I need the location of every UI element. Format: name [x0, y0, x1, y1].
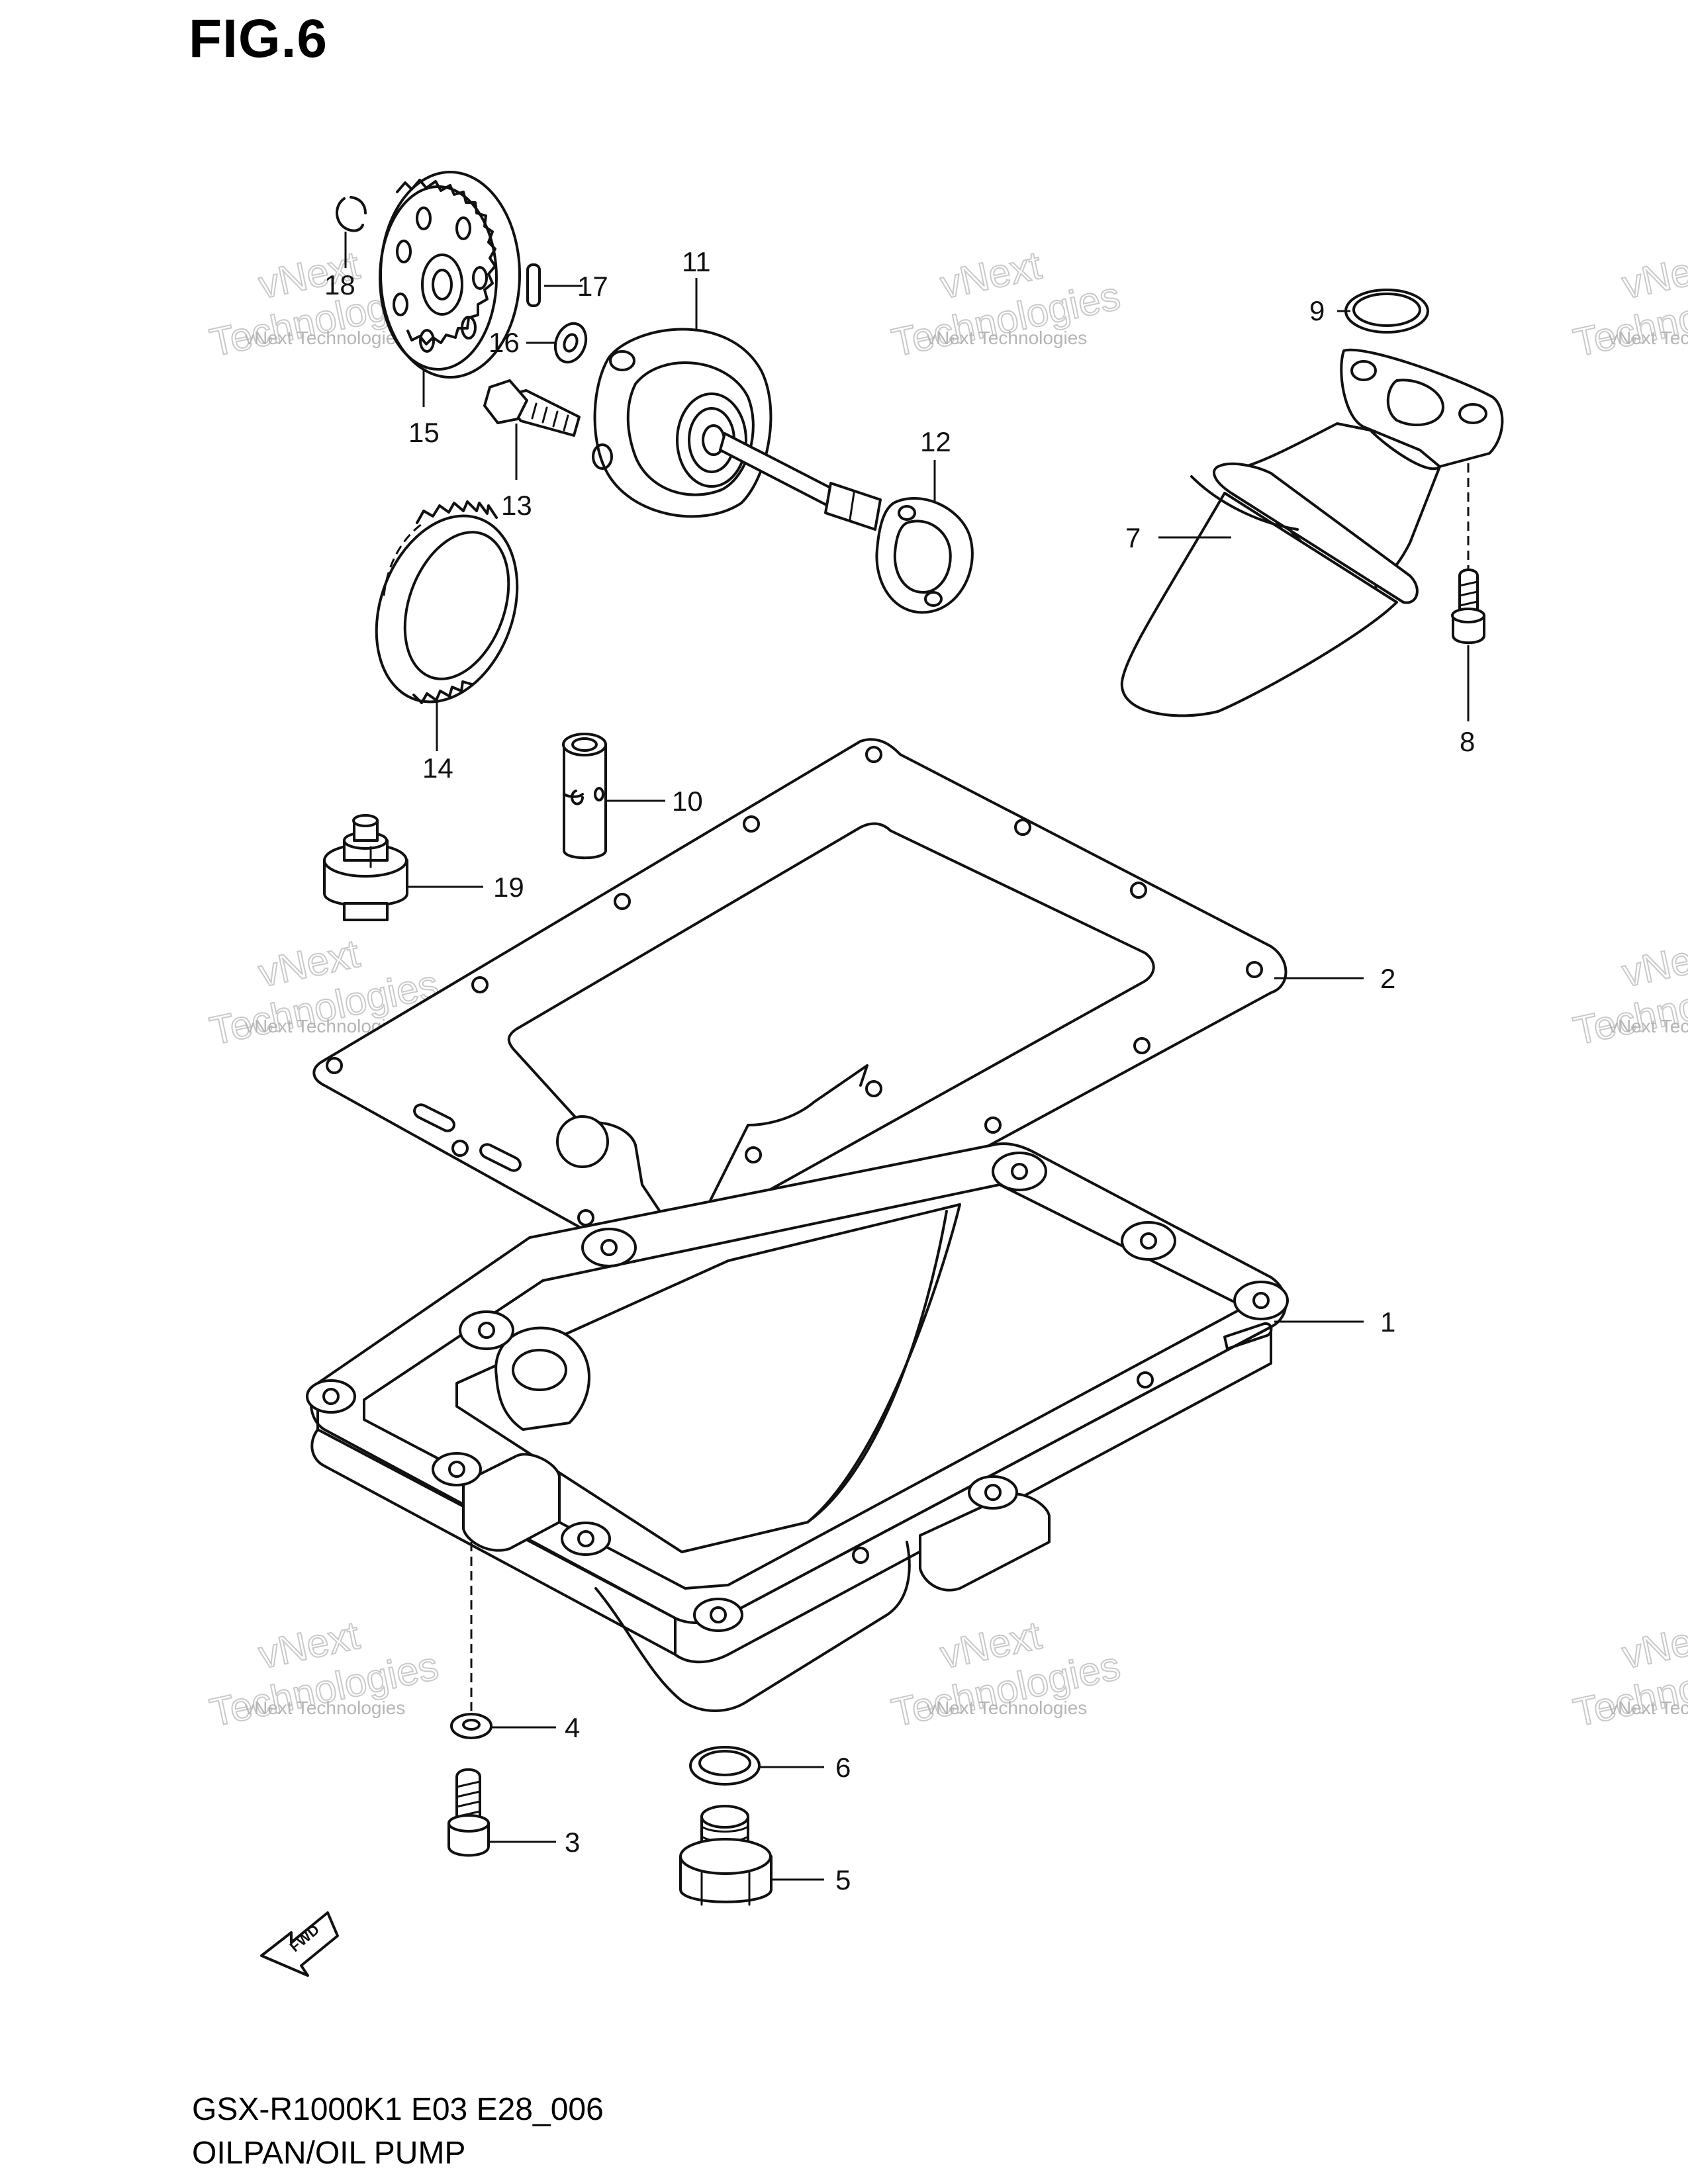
callout-9: 9	[1309, 295, 1325, 326]
part-16-washer[interactable]	[550, 319, 591, 366]
callout-7: 7	[1125, 522, 1141, 553]
watermark-small: vNext	[1618, 1613, 1688, 1677]
part-6-drain-gasket[interactable]	[689, 1746, 761, 1786]
part-11-oil-pump[interactable]	[592, 328, 882, 531]
callout-5: 5	[835, 1864, 851, 1895]
part-7-oil-strainer[interactable]	[1120, 348, 1504, 717]
callout-13: 13	[501, 490, 532, 521]
callout-6: 6	[835, 1752, 851, 1783]
callout-8: 8	[1460, 726, 1475, 757]
watermark-text: vNext Technologies	[1609, 328, 1688, 348]
callout-18: 18	[324, 269, 355, 300]
part-10-pipe[interactable]	[562, 733, 607, 860]
part-4-washer[interactable]	[450, 1542, 492, 1739]
callout-19: 19	[493, 872, 524, 903]
callout-1: 1	[1380, 1306, 1395, 1338]
section-name: OILPAN/OIL PUMP	[192, 2136, 466, 2171]
callout-3: 3	[565, 1827, 580, 1858]
watermark-text: vNext Technologies	[927, 328, 1087, 348]
callout-2: 2	[1380, 963, 1395, 994]
model-code: GSX-R1000K1 E03 E28_006	[192, 2092, 604, 2127]
part-13-bolt[interactable]	[483, 379, 581, 437]
part-14-drive-gear[interactable]	[352, 496, 541, 722]
watermark-small: vNext	[1618, 931, 1688, 995]
callout-12: 12	[920, 426, 951, 457]
watermark: Technologies vNext vNext Technologies	[1569, 1612, 1688, 1736]
watermark: Technologies vNext vNext Technologies	[1569, 242, 1688, 366]
part-17-pin[interactable]	[526, 263, 541, 307]
watermark-text: vNext Technologies	[1609, 1698, 1688, 1718]
watermark: Technologies vNext vNext Technologies	[887, 1612, 1125, 1736]
part-9-o-ring[interactable]	[1344, 289, 1429, 334]
part-19-pressure-switch[interactable]	[323, 814, 408, 921]
callout-14: 14	[422, 752, 453, 784]
part-1-oil-pan[interactable]	[306, 1142, 1289, 1712]
watermark: Technologies vNext vNext Technologies	[1569, 931, 1688, 1054]
watermark: Technologies vNext vNext Technologies	[205, 1612, 443, 1736]
watermark-text: vNext Technologies	[1609, 1016, 1688, 1036]
fwd-arrow: FWD	[260, 1911, 339, 1977]
callout-17: 17	[577, 271, 608, 302]
figure-title: FIG.6	[189, 9, 328, 69]
watermark-text: vNext Technologies	[245, 328, 405, 348]
callout-16: 16	[489, 327, 520, 358]
part-8-bolt[interactable]	[1451, 463, 1485, 645]
watermark: Technologies vNext vNext Technologies	[887, 242, 1125, 366]
callout-10: 10	[672, 786, 703, 817]
callout-labels: 18 15 17 16 13 11 12 7 9 8 14 10 19 2 1 …	[324, 246, 1475, 1895]
part-15-driven-gear[interactable]	[379, 171, 521, 379]
watermark-small: vNext	[1618, 243, 1688, 307]
callout-11: 11	[682, 246, 711, 277]
part-18-circlip[interactable]	[336, 196, 367, 232]
watermark-text: vNext Technologies	[927, 1698, 1087, 1718]
callout-4: 4	[565, 1712, 580, 1743]
leader-lines	[344, 232, 1470, 1881]
part-3-bolt[interactable]	[447, 1768, 490, 1857]
part-12-gasket[interactable]	[875, 497, 974, 614]
part-5-drain-plug[interactable]	[679, 1805, 773, 1906]
callout-15: 15	[408, 417, 440, 448]
watermark-text: vNext Technologies	[245, 1698, 405, 1718]
